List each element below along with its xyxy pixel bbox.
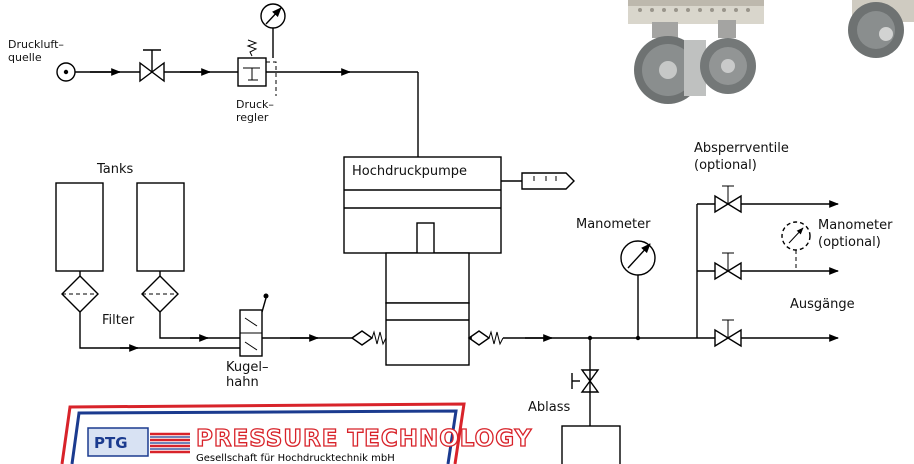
filter-left (61, 275, 99, 313)
ball-valve-label: Kugel– hahn (226, 360, 273, 390)
manometer-gauge (620, 240, 656, 341)
drain-valve (571, 369, 600, 393)
company-logo: PTG PRESSURE TECHNOLOGY Gesellschaft für… (60, 402, 532, 464)
exhaust-silencer (501, 172, 575, 190)
outputs-label: Ausgänge (790, 297, 855, 312)
ball-valve-symbol (239, 293, 269, 357)
supply-shutoff-valve (139, 49, 165, 83)
ptg-mark: PTG (87, 427, 190, 457)
shutoff-valve-3 (714, 319, 742, 348)
tank-left (55, 182, 104, 272)
manometer-label: Manometer (576, 217, 651, 232)
high-pressure-pump (343, 156, 502, 366)
logo-brand-text: PRESSURE TECHNOLOGY (196, 426, 532, 452)
drain-label: Ablass (528, 400, 570, 415)
check-valve-outlet (467, 330, 504, 346)
cart-wheels-photo (628, 0, 914, 104)
tanks-label: Tanks (96, 162, 134, 177)
air-source-symbol (56, 62, 76, 82)
air-source-label: Druckluft– quelle (8, 38, 67, 64)
pressure-regulator-symbol (237, 39, 277, 96)
pump-label: Hochdruckpumpe (352, 164, 467, 179)
regulator-gauge (260, 3, 286, 58)
optional-manometer-gauge (781, 221, 811, 271)
svg-text:PTG: PTG (94, 434, 128, 452)
optional-manometer-label: Manometer (optional) (818, 218, 897, 250)
shutoff-valve-1 (714, 185, 742, 214)
drain-tank (561, 425, 621, 464)
pressure-regulator-label: Druck– regler (236, 98, 277, 124)
tank-right (136, 182, 185, 272)
shutoff-valves-label: Absperrventile (optional) (694, 141, 793, 173)
filter-label: Filter (102, 313, 135, 328)
filter-right (141, 275, 179, 313)
shutoff-valve-2 (714, 252, 742, 281)
logo-subtitle: Gesellschaft für Hochdrucktechnik mbH (196, 453, 395, 464)
check-valve-inlet (350, 330, 387, 346)
